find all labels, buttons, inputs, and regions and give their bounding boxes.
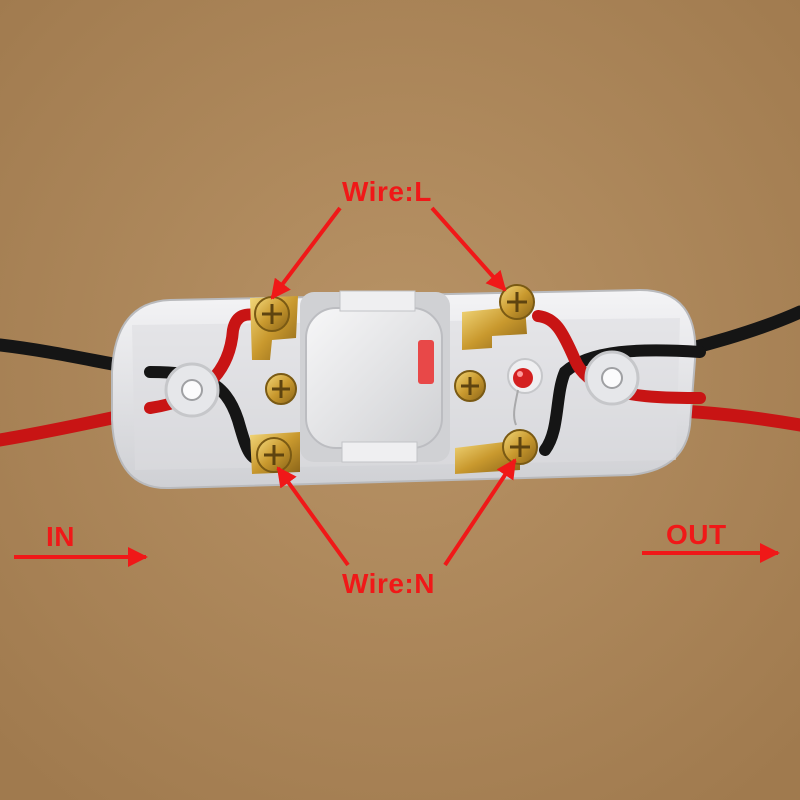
arrow-icon [14, 206, 780, 567]
rocker-button-icon [300, 290, 450, 463]
screw-terminal-icon [254, 284, 538, 473]
led-indicator-icon [507, 358, 543, 426]
in-label: IN [46, 521, 75, 552]
mount-hole-left [164, 362, 220, 418]
wire-n-label: Wire:N [342, 568, 435, 599]
out-label: OUT [666, 519, 727, 550]
wire-l-label: Wire:L [342, 176, 432, 207]
mount-hole-right [584, 350, 640, 406]
